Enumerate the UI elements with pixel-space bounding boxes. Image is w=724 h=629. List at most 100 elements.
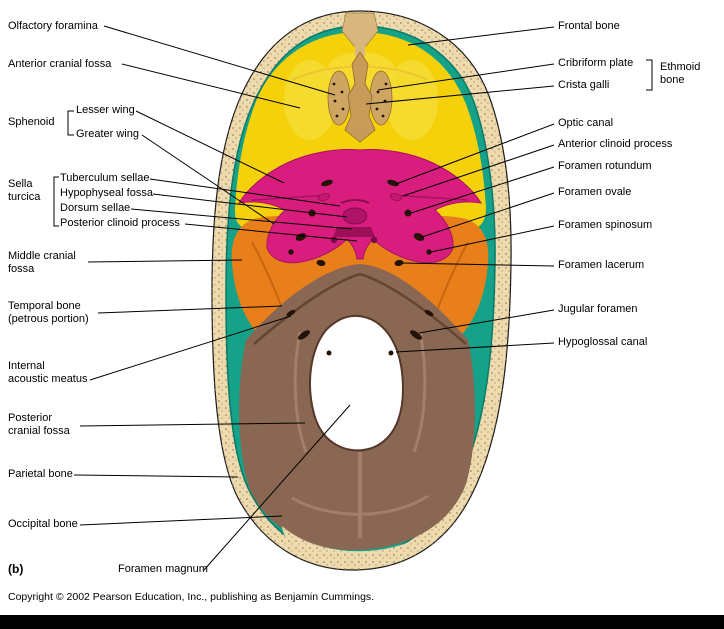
label-foramen-ovale: Foramen ovale <box>558 186 632 198</box>
petrous-ridge-right <box>359 272 467 345</box>
line-foramen-magnum <box>203 404 351 571</box>
label-olfactory-foramina: Olfactory foramina <box>8 20 98 32</box>
transverse-groove <box>291 494 429 516</box>
label-posterior-clinoid-process: Posterior clinoid process <box>60 217 180 229</box>
label-anterior-clinoid-process: Anterior clinoid process <box>558 138 673 150</box>
anterior-clinoid-left <box>317 192 331 202</box>
line-optic-canal <box>395 123 555 185</box>
line-greater-wing <box>141 134 275 225</box>
lesser-wing-ridge-left <box>251 194 331 201</box>
optic-canal-left <box>321 179 333 187</box>
foramen-magnum-opening <box>309 314 404 452</box>
crista-galli <box>344 51 376 143</box>
label-dorsum-sellae: Dorsum sellae <box>60 202 131 214</box>
hypophyseal-fossa-shape <box>342 207 368 225</box>
line-foramen-rotundum <box>410 166 555 214</box>
tuberculum-sellae-shape <box>340 199 370 204</box>
label-hypophyseal-fossa: Hypophyseal fossa <box>60 187 153 199</box>
posterior-ridge <box>412 331 427 453</box>
label-jugular-foramen: Jugular foramen <box>558 303 638 315</box>
label-sphenoid: Sphenoid <box>8 116 55 128</box>
line-anterior-cranial-fossa <box>121 63 301 109</box>
bottom-rim-stipple <box>282 524 438 564</box>
hypoglossal-canal-left <box>326 350 332 356</box>
line-foramen-spinosum <box>430 225 555 253</box>
label-tuberculum-sellae: Tuberculum sellae <box>60 172 150 184</box>
ethmoid-bracket <box>646 59 653 91</box>
label-cribriform-plate: Cribriform plate <box>558 57 634 69</box>
jugular-foramen-left <box>298 330 310 340</box>
line-hypoglossal-canal <box>395 342 555 353</box>
label-middle-cranial-fossa: Middle cranial fossa <box>8 250 76 275</box>
foramen-ovale-right <box>413 233 425 241</box>
sella-turcica-bracket <box>53 176 59 227</box>
foramen-spinosum-left <box>288 249 294 255</box>
line-anterior-clinoid-process <box>402 144 555 197</box>
line-parietal-bone <box>73 474 239 478</box>
foramen-lacerum-right <box>394 259 404 267</box>
label-ethmoid-bone: Ethmoid bone <box>660 61 701 86</box>
label-frontal-bone: Frontal bone <box>558 20 620 32</box>
label-occipital-bone: Occipital bone <box>8 518 78 530</box>
label-internal-acoustic-meatus: Internal acoustic meatus <box>8 360 88 385</box>
frontal-highlight <box>284 60 336 140</box>
line-tuberculum-sellae <box>149 178 341 207</box>
jugular-foramen-right <box>410 330 422 340</box>
label-foramen-spinosum: Foramen spinosum <box>558 219 653 231</box>
line-crista-galli <box>365 85 555 105</box>
brackets <box>53 59 653 227</box>
bottom-black-bar <box>0 615 724 629</box>
label-foramen-rotundum: Foramen rotundum <box>558 160 652 172</box>
anterior-clinoid-right <box>389 192 403 202</box>
foramina-dots <box>286 179 434 356</box>
label-posterior-cranial-fossa: Posterior cranial fossa <box>8 412 70 437</box>
skull <box>211 10 512 571</box>
line-hypophyseal-fossa <box>152 193 348 218</box>
foramen-spinosum-right <box>426 249 432 255</box>
ethmoid-region <box>327 12 393 143</box>
label-foramen-lacerum: Foramen lacerum <box>558 259 645 271</box>
ethmoid-strip <box>355 44 365 56</box>
line-foramen-lacerum <box>401 262 555 267</box>
leader-lines <box>73 25 555 571</box>
label-anterior-cranial-fossa: Anterior cranial fossa <box>8 58 112 70</box>
hypoglossal-canal-right <box>388 350 394 356</box>
foramen-rotundum-right <box>404 209 412 217</box>
internal-acoustic-meatus-right <box>424 309 434 317</box>
label-foramen-magnum: Foramen magnum <box>118 563 208 575</box>
label-temporal-bone-petrous: Temporal bone (petrous portion) <box>8 300 89 325</box>
label-optic-canal: Optic canal <box>558 117 614 129</box>
line-middle-cranial-fossa <box>87 259 243 263</box>
posterior-clinoid-right <box>370 236 378 244</box>
line-olfactory-foramina <box>103 25 336 96</box>
internal-acoustic-meatus-left <box>286 309 296 317</box>
foramen-lacerum-left <box>316 259 326 267</box>
frontal-crest-notch <box>341 12 379 47</box>
petrous-ridge-left <box>253 272 361 345</box>
line-lesser-wing <box>135 110 285 184</box>
line-foramen-ovale <box>421 192 555 238</box>
line-internal-acoustic-meatus <box>89 315 292 381</box>
sphenoid-bracket <box>67 110 74 136</box>
olfactory-foramina-dots <box>332 82 388 118</box>
line-temporal-bone <box>97 305 283 314</box>
cribriform-plate-left <box>327 70 351 126</box>
line-frontal-bone <box>407 26 555 46</box>
label-greater-wing: Greater wing <box>76 128 139 140</box>
line-occipital-bone <box>79 515 283 526</box>
line-jugular-foramen <box>418 309 555 334</box>
label-hypoglossal-canal: Hypoglossal canal <box>558 336 648 348</box>
label-lesser-wing: Lesser wing <box>76 104 135 116</box>
line-posterior-clinoid-process <box>184 223 358 242</box>
copyright-line: Copyright © 2002 Pearson Education, Inc.… <box>8 591 375 603</box>
label-parietal-bone: Parietal bone <box>8 468 73 480</box>
label-crista-galli: Crista galli <box>558 79 610 91</box>
line-cribriform-plate <box>377 63 555 91</box>
label-sella-turcica: Sella turcica <box>8 178 41 203</box>
posterior-clinoid-left <box>330 236 338 244</box>
cribriform-plate-right <box>369 70 393 126</box>
posterior-ridge <box>293 331 308 453</box>
panel-label: (b) <box>8 562 24 576</box>
